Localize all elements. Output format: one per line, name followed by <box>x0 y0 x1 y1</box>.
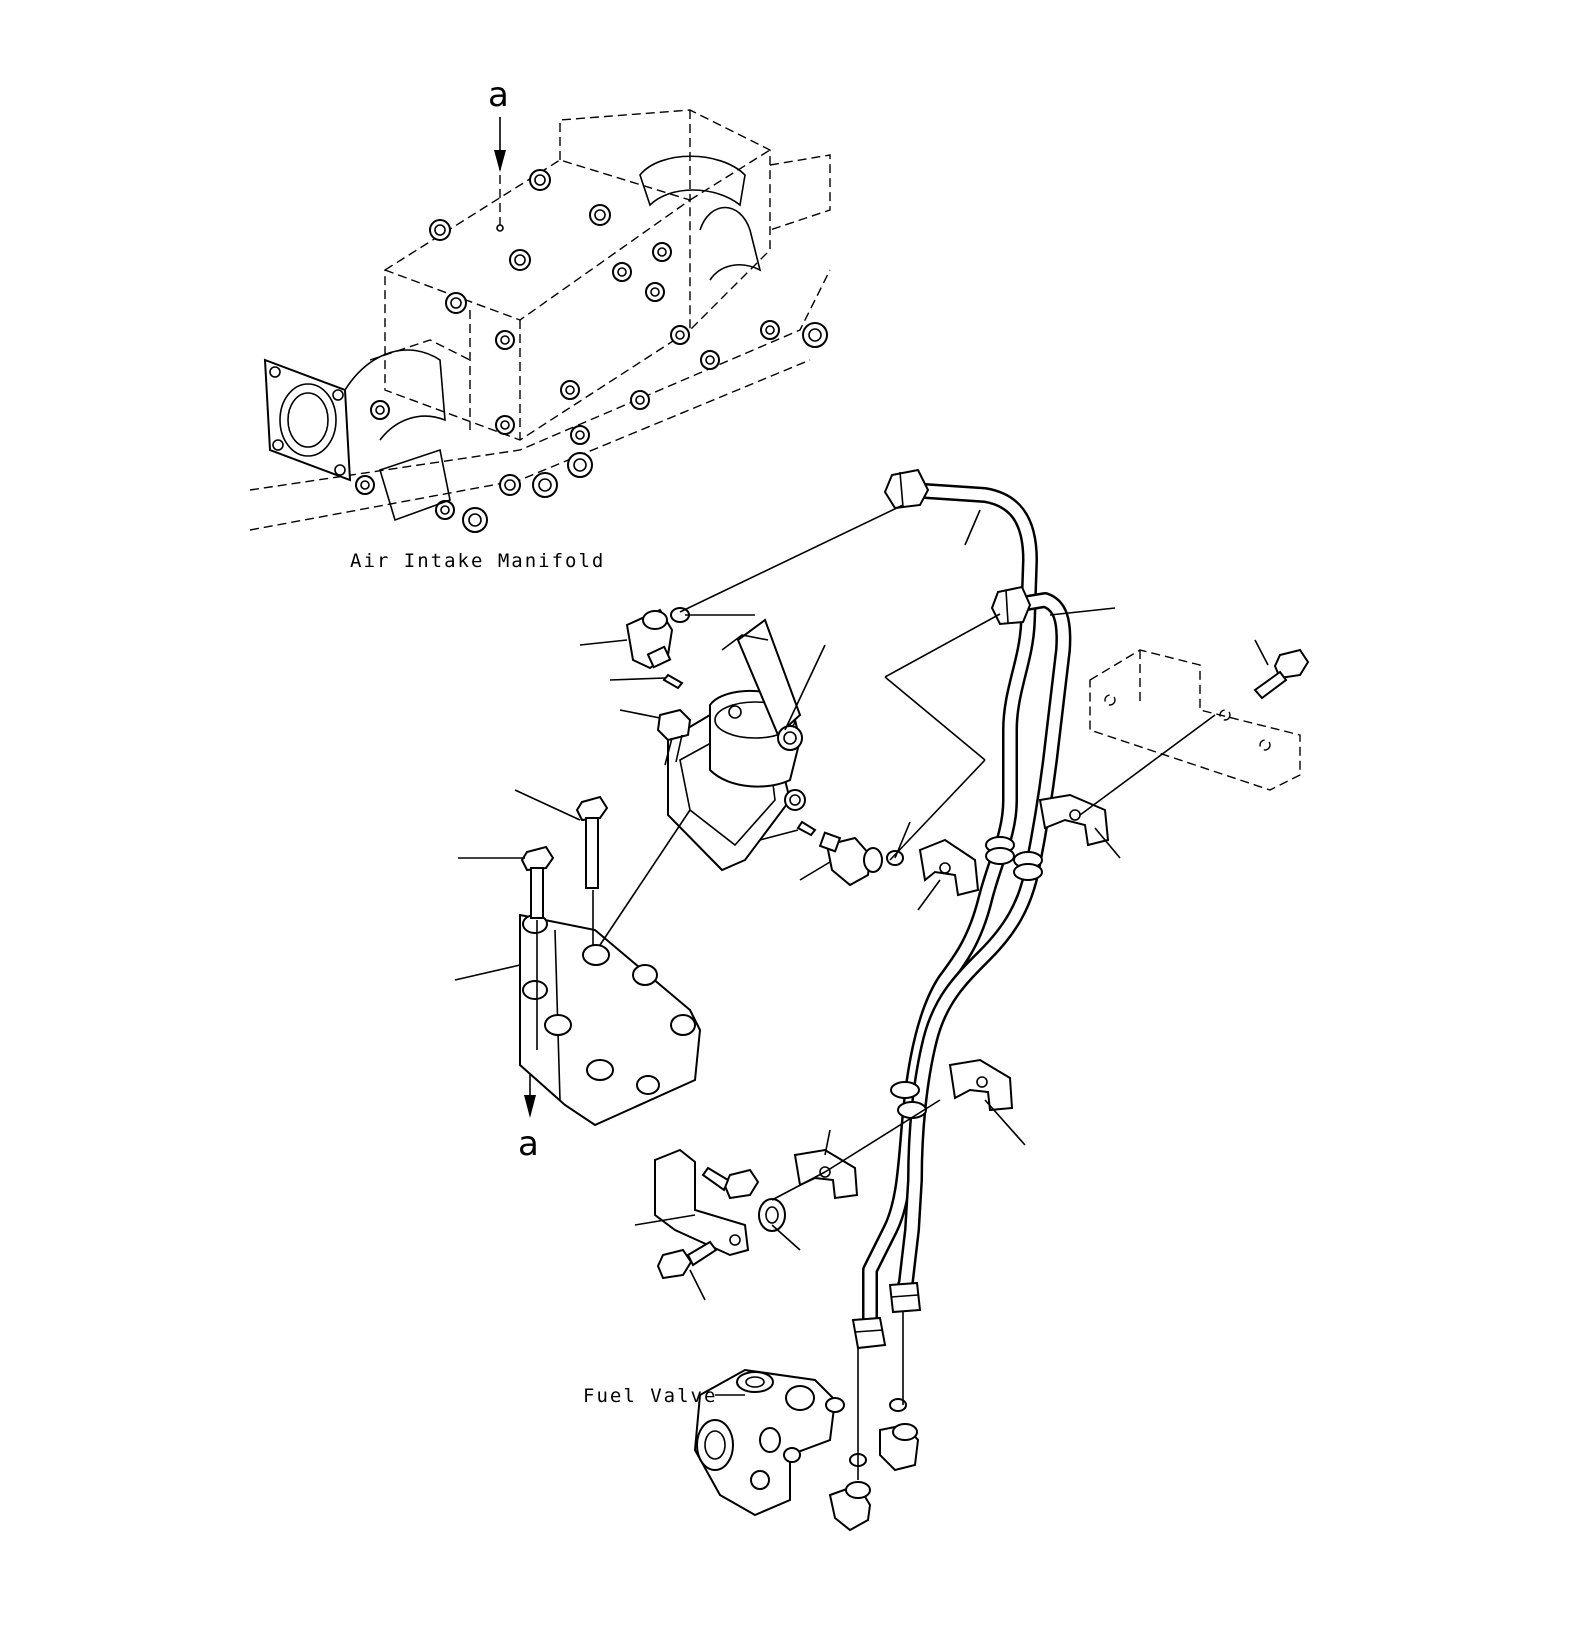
valve-o-ring-2 <box>783 1447 801 1463</box>
ref-label-a-bottom: a <box>518 1124 539 1164</box>
outlet-elbow-fitting <box>818 831 883 887</box>
right-bracket-plate <box>1089 649 1301 791</box>
ref-arrow-a-top: a <box>488 75 509 225</box>
inlet-elbow-fitting <box>625 608 674 670</box>
seal-lower <box>796 820 817 837</box>
bracket-bolt-short <box>520 845 555 919</box>
lower-bolt-2 <box>656 1240 718 1280</box>
pump-bolt <box>656 708 692 766</box>
valve-o-ring-3 <box>889 1398 907 1412</box>
air-intake-manifold-assembly <box>249 109 831 533</box>
label-fuel-valve: Fuel Valve <box>583 1385 717 1407</box>
lower-left-bracket <box>654 1148 750 1257</box>
clamp-3 <box>948 1058 1014 1112</box>
valve-o-ring-1 <box>825 1397 845 1413</box>
bracket-bolt-right <box>1253 648 1310 700</box>
bracket-bolt-long <box>575 795 609 889</box>
tube-nut-2 <box>990 585 1032 626</box>
priming-pump <box>667 618 806 872</box>
ref-arrow-a-bottom: a <box>518 1065 539 1164</box>
ref-label-a-top: a <box>488 75 509 115</box>
manifold-bolts <box>355 169 828 533</box>
fuel-pipe-2 <box>897 592 1072 1298</box>
clamp-1 <box>918 838 980 897</box>
spacer <box>758 1198 786 1232</box>
pump-guide-line <box>599 809 691 946</box>
label-air-intake-manifold: Air Intake Manifold <box>350 550 605 572</box>
tube-nut-4 <box>888 1281 922 1314</box>
mounting-bracket <box>519 913 702 1127</box>
pipe-grommets <box>890 836 1043 1119</box>
valve-elbow-2 <box>828 1481 872 1532</box>
lower-bolt-1 <box>701 1166 760 1200</box>
tube-nut-3 <box>851 1316 887 1350</box>
seal-upper <box>662 673 684 690</box>
leader-lines <box>454 504 1269 1480</box>
valve-elbow-1 <box>879 1423 920 1472</box>
tube-nut-1 <box>883 468 930 510</box>
